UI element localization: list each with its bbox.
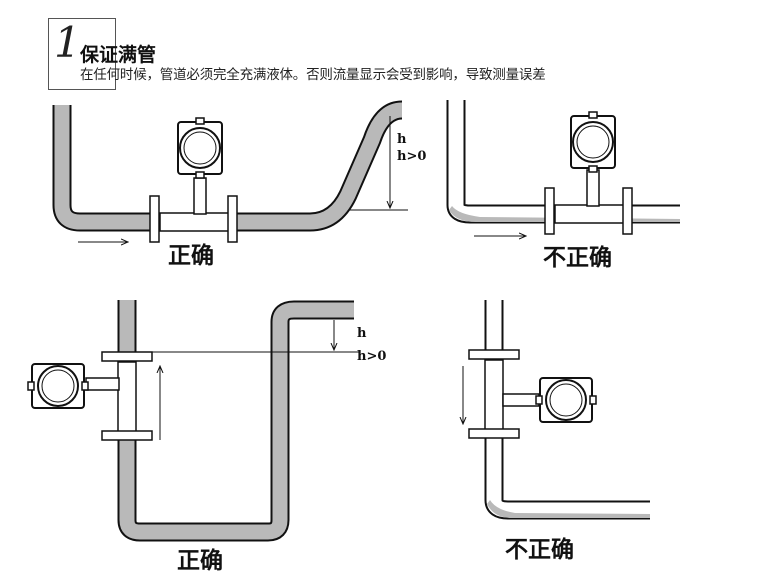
- flowmeter-head-icon: [177, 117, 223, 179]
- h-condition: h>0: [357, 349, 386, 364]
- flange-bottom: [101, 430, 153, 441]
- flange-right: [227, 195, 238, 243]
- meter-neck: [502, 393, 540, 407]
- flowmeter-head-icon: [27, 363, 89, 409]
- verdict-label: 不正确: [505, 537, 574, 563]
- step-number: 1: [54, 18, 81, 67]
- meter-body: [117, 361, 137, 433]
- partial-fill: [487, 500, 650, 518]
- meter-body: [159, 212, 233, 232]
- flowmeter-head-icon: [570, 111, 616, 173]
- panel-bottom-left: h h>0 正确: [27, 300, 386, 574]
- flange-bottom: [468, 428, 520, 439]
- panel-top-left: h h>0 正确: [52, 100, 426, 269]
- h-condition: h>0: [397, 149, 426, 164]
- verdict-label: 不正确: [543, 245, 612, 271]
- step-number-box: [48, 18, 116, 90]
- meter-body: [484, 359, 504, 431]
- h-label: h: [357, 326, 367, 341]
- flange-left: [544, 187, 555, 235]
- meter-neck: [586, 169, 600, 207]
- section-title: 保证满管: [80, 44, 157, 66]
- flange-right: [622, 187, 633, 235]
- section-subtitle: 在任何时候，管道必须完全充满液体。否则流量显示会受到影响，导致测量误差: [80, 67, 546, 83]
- panel-top-right: 不正确: [446, 100, 680, 271]
- verdict-label: 正确: [177, 548, 223, 574]
- flange-left: [149, 195, 160, 243]
- panel-bottom-right: 不正确: [463, 300, 650, 563]
- flange-top: [101, 351, 153, 362]
- h-label: h: [397, 132, 407, 147]
- flowmeter-head-icon: [535, 377, 597, 423]
- flange-top: [468, 349, 520, 360]
- meter-neck: [85, 377, 120, 391]
- meter-neck: [193, 177, 207, 215]
- meter-body: [554, 204, 628, 224]
- verdict-label: 正确: [168, 243, 214, 269]
- partial-fill: [449, 206, 680, 222]
